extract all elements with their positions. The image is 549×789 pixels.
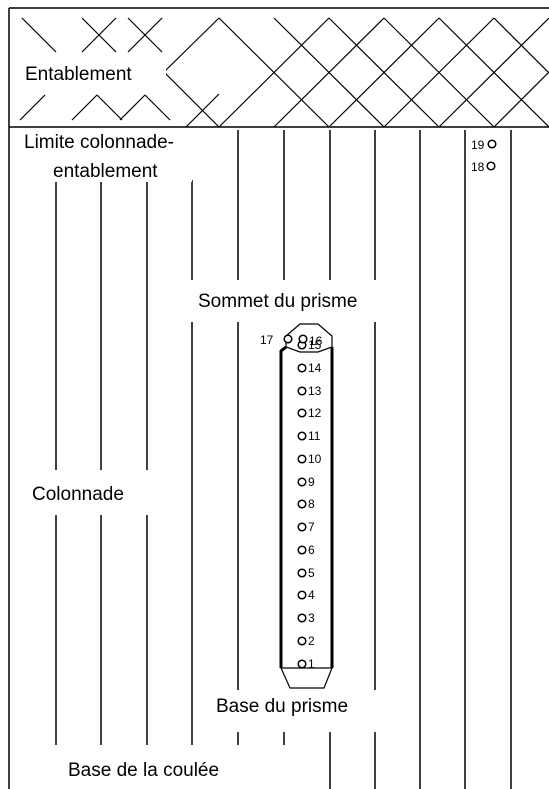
point-14-label: 14 (308, 361, 322, 375)
point-10-marker (297, 454, 307, 464)
point-7-marker (297, 522, 307, 532)
entablature-label: Entablement (25, 64, 132, 85)
point-9-marker (297, 477, 307, 487)
point-labels: 1 2 3 4 5 6 7 8 9 10 11 12 13 14 15 16 1… (260, 138, 485, 671)
prism-top-label: Sommet du prisme (198, 291, 357, 312)
point-12-marker (297, 408, 307, 418)
zone-labels: Entablement Limite colonnade- entablemen… (22, 58, 357, 781)
point-1-marker (297, 659, 307, 669)
point-3-marker (297, 613, 307, 623)
point-2-label: 2 (308, 634, 315, 648)
point-9-label: 9 (308, 475, 315, 489)
point-4-label: 4 (308, 588, 315, 602)
point-13-label: 13 (308, 384, 322, 398)
prism-base-label: Base du prisme (216, 696, 348, 717)
point-17-label: 17 (260, 333, 274, 347)
point-14-marker (297, 363, 307, 373)
point-6-label: 6 (308, 543, 315, 557)
prism (279, 323, 334, 689)
point-16-marker (298, 334, 308, 344)
point-18-marker (486, 161, 496, 171)
point-13-marker (297, 386, 307, 396)
point-11-label: 11 (308, 429, 321, 443)
point-19-label: 19 (471, 138, 485, 152)
frame (8, 7, 549, 789)
point-3-label: 3 (308, 611, 315, 625)
point-6-marker (297, 545, 307, 555)
colonnade-label: Colonnade (32, 484, 124, 505)
point-16-label: 16 (309, 334, 323, 348)
flow-base-label: Base de la coulée (68, 760, 219, 781)
point-17-marker (283, 334, 293, 344)
sampling-points (283, 139, 497, 669)
point-11-marker (297, 431, 307, 441)
point-12-label: 12 (308, 406, 322, 420)
point-8-label: 8 (308, 497, 315, 511)
point-4-marker (297, 590, 307, 600)
point-1-label: 1 (308, 657, 315, 671)
point-2-marker (297, 636, 307, 646)
point-18-label: 18 (471, 160, 485, 174)
point-5-marker (297, 568, 307, 578)
prism-base-outline (280, 667, 333, 689)
prism-left-edge (279, 345, 287, 668)
point-8-marker (297, 499, 307, 509)
boundary-label-line2: entablement (53, 161, 158, 182)
boundary-label-line1: Limite colonnade- (24, 132, 174, 153)
point-15-label: 15 (308, 338, 322, 352)
point-19-marker (487, 139, 497, 149)
point-5-label: 5 (308, 566, 315, 580)
point-10-label: 10 (308, 452, 322, 466)
entablature-hatching (19, 17, 549, 128)
colonnade-columns (55, 130, 512, 789)
point-7-label: 7 (308, 520, 315, 534)
